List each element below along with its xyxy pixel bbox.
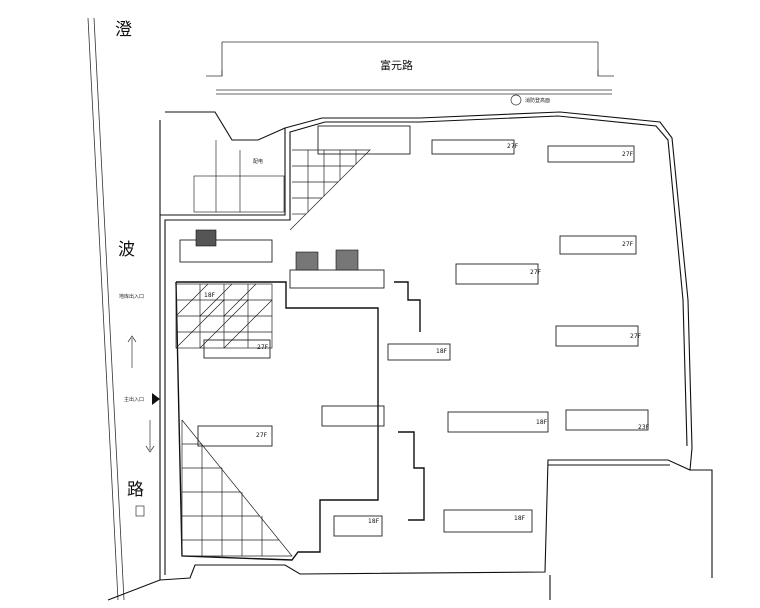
building-footprints — [179, 125, 649, 537]
building-floor-label: 27F — [630, 333, 642, 340]
left-road-note: 地库出入口 — [119, 294, 145, 300]
building-floor-label: 18F — [536, 419, 548, 426]
building-floor-label: 23F — [638, 424, 650, 431]
building-floor-label: 27F — [256, 432, 268, 439]
building-floor-label: 18F — [204, 292, 216, 299]
road-name-left-1: 澄 — [115, 20, 132, 40]
building-floor-label: 18F — [514, 515, 526, 522]
building-floor-label: 27F — [257, 344, 269, 351]
hatch-zone-lower — [181, 419, 293, 557]
tower-blocks — [195, 229, 359, 271]
building-floor-label: 27F — [622, 151, 634, 158]
building-floor-label: 18F — [368, 518, 380, 525]
road-lines — [87, 17, 614, 601]
building-floor-label: 27F — [507, 143, 519, 150]
hatch-zone-left — [175, 283, 273, 349]
road-name-top: 富元路 — [380, 59, 413, 72]
misc-features — [127, 94, 522, 517]
road-name-left-3: 路 — [127, 480, 144, 500]
garage-label: 配电 — [253, 159, 264, 165]
gate-note: 主出入口 — [124, 397, 145, 403]
building-floor-label: 27F — [622, 241, 634, 248]
top-note: 消防登高面 — [525, 98, 551, 104]
basement-outline — [175, 281, 425, 561]
site-boundary — [107, 111, 713, 601]
building-floor-label: 18F — [436, 348, 448, 355]
building-floor-label: 27F — [530, 269, 542, 276]
hatch-zone-upper — [289, 149, 371, 231]
road-name-left-2: 波 — [118, 240, 135, 260]
direction-arrow — [152, 393, 160, 405]
